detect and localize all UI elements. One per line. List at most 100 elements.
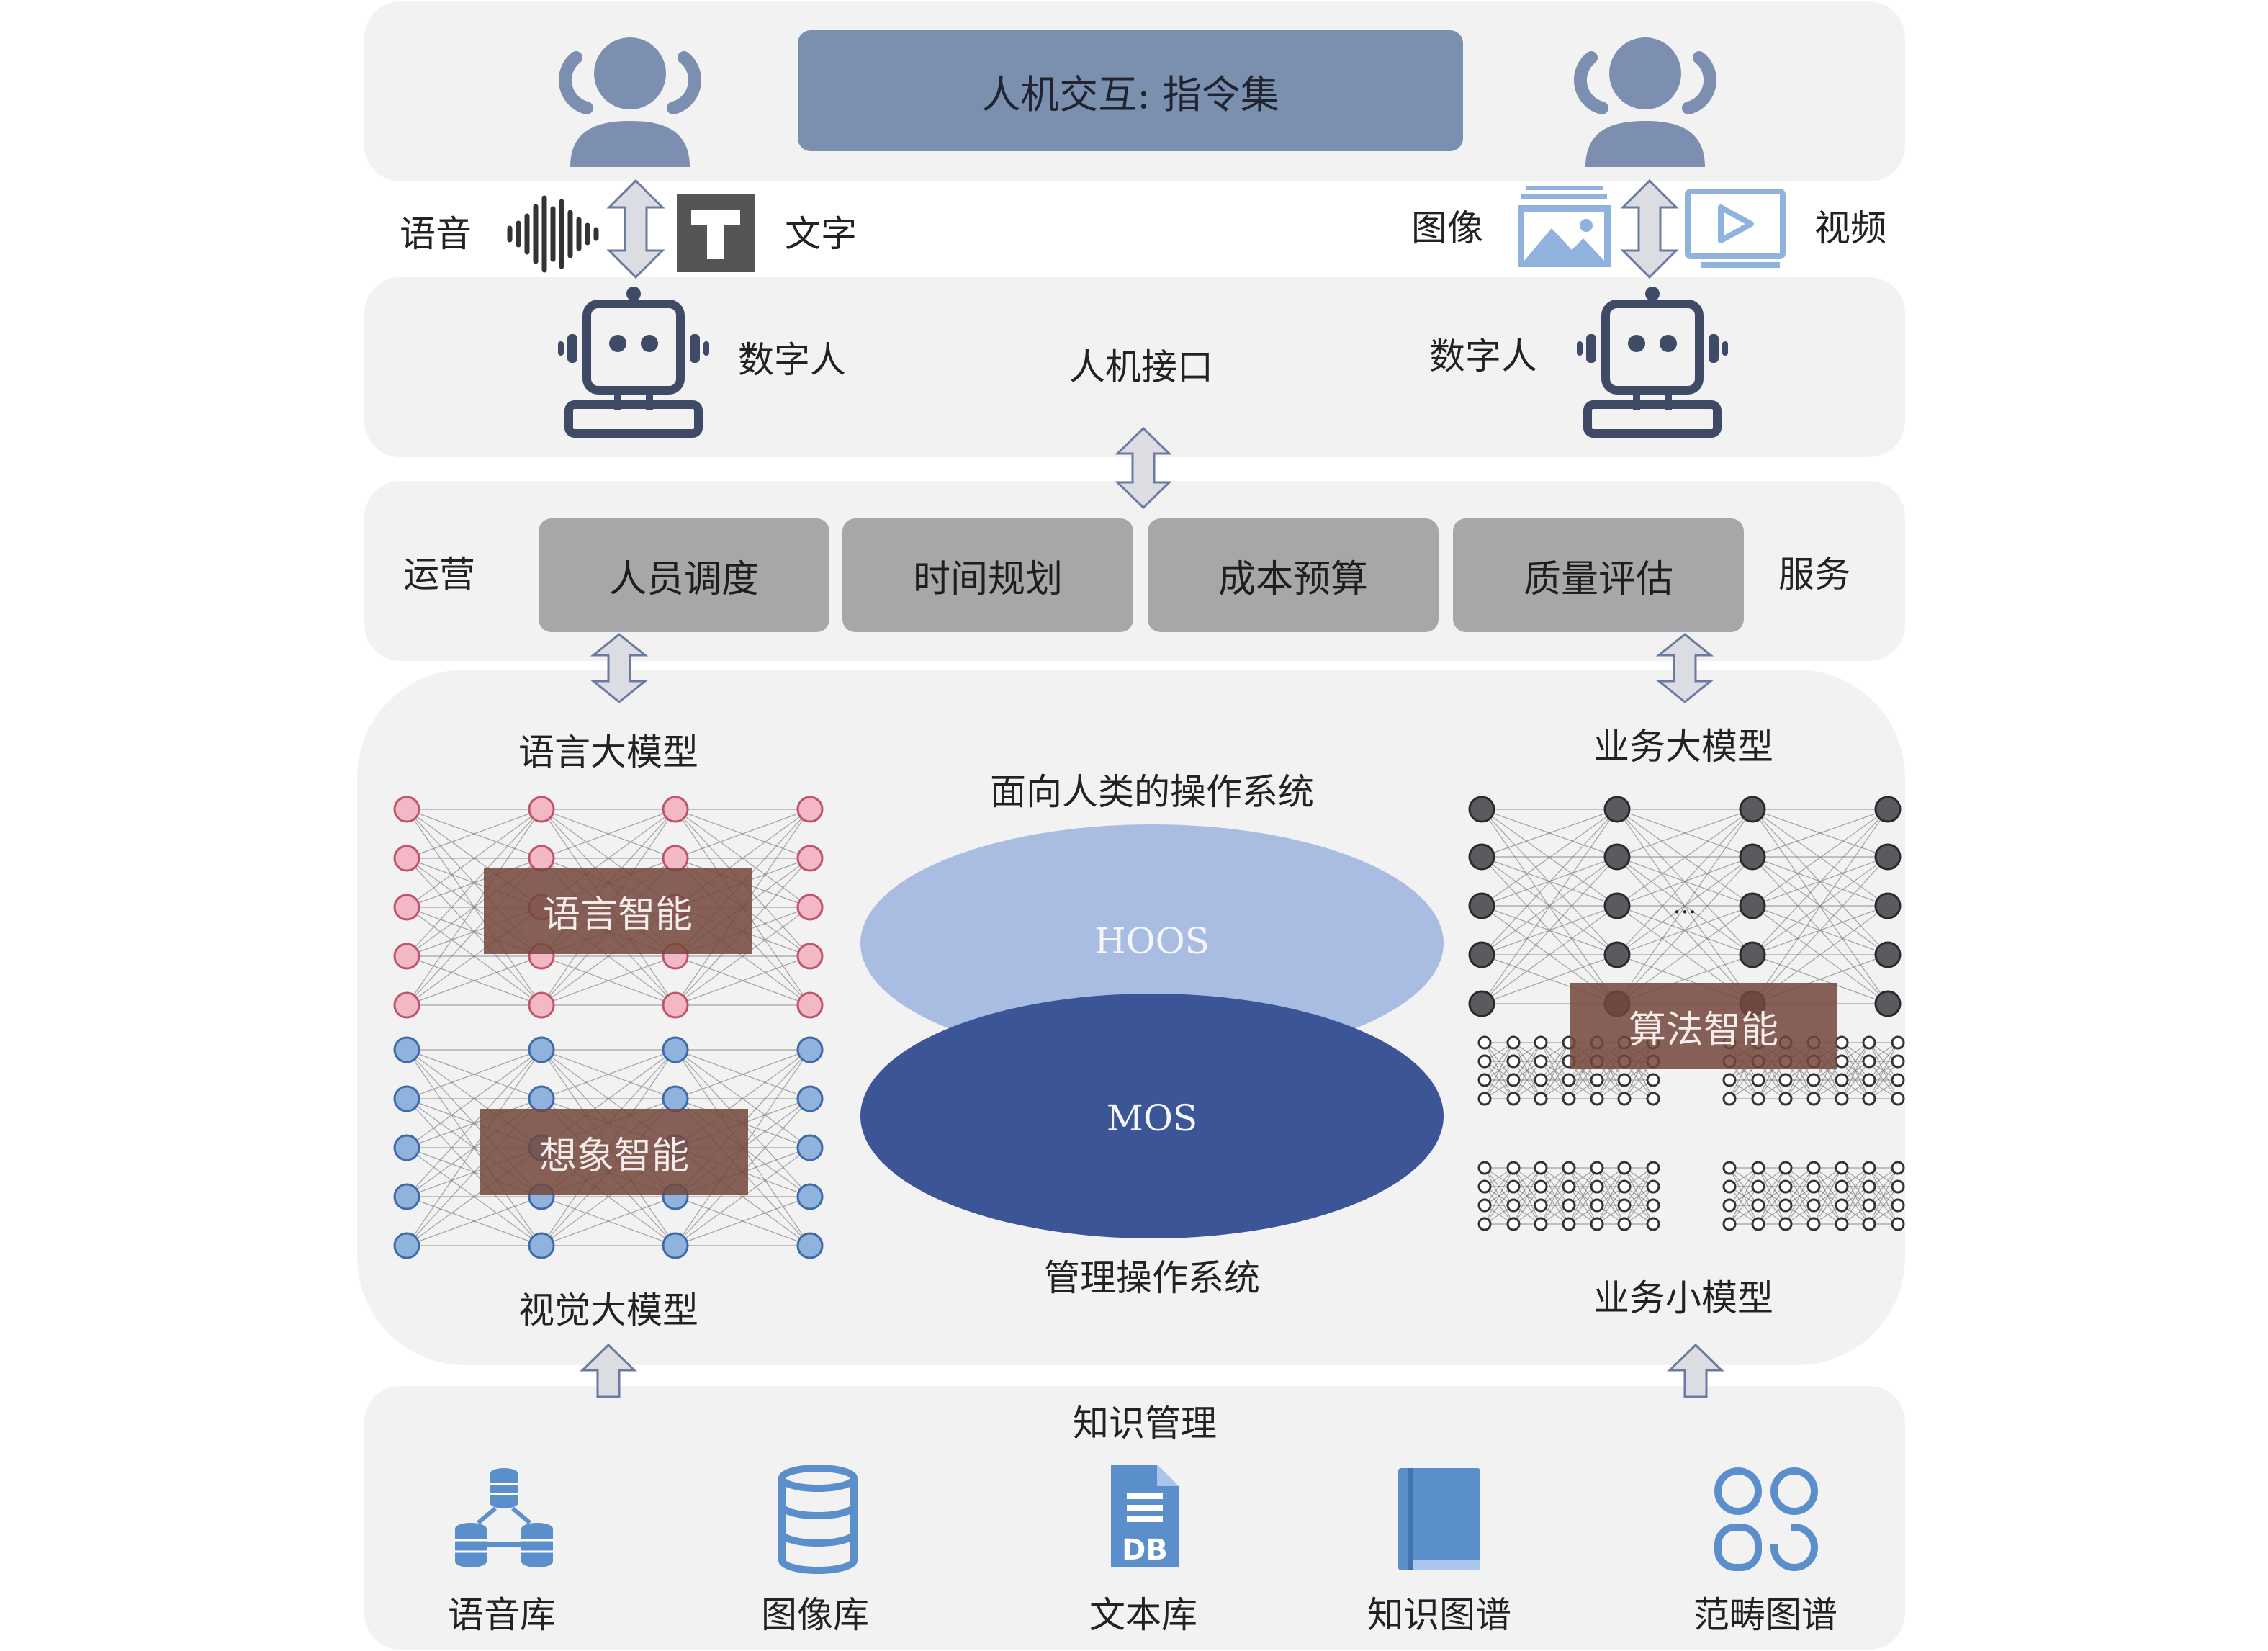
small-net-2-node xyxy=(1778,1092,1793,1106)
small-net-4-edge xyxy=(1785,1167,1814,1225)
small-net-4-node xyxy=(1891,1161,1905,1175)
small-net-1-edge xyxy=(1540,1042,1570,1081)
biz-net-edge xyxy=(1752,856,1889,1004)
small-net-3-node xyxy=(1617,1217,1632,1231)
small-net-3-node xyxy=(1646,1198,1660,1213)
biz-net-edge xyxy=(1481,856,1618,907)
small-net-2-node xyxy=(1891,1054,1905,1069)
biz-net-edge xyxy=(1481,809,1618,1004)
small-net-3-node xyxy=(1534,1179,1548,1194)
small-net-2-edge xyxy=(1868,1042,1899,1099)
vision-net-node xyxy=(796,1232,824,1259)
knowledge-item-label-4: 范畴图谱 xyxy=(1693,1594,1837,1636)
knowledge-management-title: 知识管理 xyxy=(1073,1403,1217,1444)
video-label: 视频 xyxy=(1814,207,1886,249)
robot-icon-left xyxy=(558,287,709,438)
algorithm-intelligence-box: 算法智能 xyxy=(1570,983,1837,1069)
small-net-2-node xyxy=(1862,1092,1876,1106)
lang-net-node xyxy=(662,991,689,1019)
small-net-2-node xyxy=(1891,1073,1905,1087)
up-arrow-knowledge-left xyxy=(580,1343,637,1398)
small-net-3-edge xyxy=(1540,1167,1570,1225)
small-net-1-edge xyxy=(1484,1042,1514,1099)
hoos-caption: 面向人类的操作系统 xyxy=(990,771,1314,813)
small-net-4-node xyxy=(1751,1217,1765,1231)
small-net-2-edge xyxy=(1868,1061,1899,1099)
lang-net-node xyxy=(393,991,420,1019)
small-net-4-node xyxy=(1835,1161,1849,1175)
small-net-1-node xyxy=(1506,1035,1521,1050)
biz-net-edge xyxy=(1481,809,1618,858)
small-net-4-edge xyxy=(1813,1186,1842,1225)
small-net-1-edge xyxy=(1513,1042,1542,1099)
biz-net-edge xyxy=(1616,809,1753,1004)
video-play-icon xyxy=(1685,189,1786,268)
small-net-3-node xyxy=(1477,1198,1492,1213)
small-net-4-node xyxy=(1751,1161,1765,1175)
biz-net-node xyxy=(1874,843,1902,871)
small-net-4-edge xyxy=(1841,1186,1870,1225)
small-net-4-edge xyxy=(1868,1167,1899,1206)
knowledge-item-label-2: 文本库 xyxy=(1089,1594,1197,1636)
small-net-4-node xyxy=(1778,1179,1793,1194)
sound-wave-icon xyxy=(507,195,599,273)
hoos-label: HOOS xyxy=(1094,920,1210,962)
biz-net-node xyxy=(1739,941,1766,968)
small-net-1-node xyxy=(1534,1073,1548,1087)
small-net-4-edge xyxy=(1868,1186,1899,1225)
biz-net-edge xyxy=(1752,809,1889,955)
lang-net-edge xyxy=(406,809,542,1006)
small-net-3-node xyxy=(1534,1198,1548,1213)
small-net-4-edge xyxy=(1729,1186,1759,1225)
biz-net-node xyxy=(1739,843,1766,871)
lang-net-edge xyxy=(675,955,811,1006)
small-net-3-edge xyxy=(1484,1167,1514,1206)
small-net-4-node xyxy=(1862,1179,1876,1194)
small-net-1-edge xyxy=(1484,1061,1514,1099)
lang-net-node xyxy=(796,894,824,921)
lang-net-edge xyxy=(675,907,811,1006)
small-net-4-node xyxy=(1751,1198,1765,1213)
small-net-3-node xyxy=(1590,1217,1604,1231)
small-net-2-node xyxy=(1835,1092,1849,1106)
language-model-title: 语言大模型 xyxy=(518,732,698,773)
small-net-3-edge xyxy=(1513,1167,1542,1225)
small-net-4-edge xyxy=(1758,1167,1786,1225)
vision-net-edge xyxy=(406,1049,542,1148)
vision-net-node xyxy=(393,1085,420,1112)
small-net-3-node xyxy=(1562,1161,1576,1175)
small-net-2-node xyxy=(1751,1092,1765,1106)
small-net-2-node xyxy=(1806,1073,1821,1087)
small-net-4-edge xyxy=(1758,1186,1786,1225)
lang-net-node xyxy=(528,991,555,1019)
lang-net-edge xyxy=(541,955,676,1006)
lang-net-edge xyxy=(406,809,542,957)
small-net-1-node xyxy=(1506,1092,1521,1106)
vision-net-node xyxy=(393,1183,420,1210)
vision-net-node xyxy=(662,1036,689,1063)
small-net-3-node xyxy=(1562,1217,1576,1231)
small-net-4-node xyxy=(1835,1217,1849,1231)
small-net-2-node xyxy=(1722,1092,1737,1106)
small-net-3-node xyxy=(1477,1179,1492,1194)
biz-net-edge xyxy=(1481,954,1618,1004)
small-net-3-node xyxy=(1590,1179,1604,1194)
small-net-1-node xyxy=(1590,1073,1604,1087)
small-net-3-edge xyxy=(1568,1167,1598,1225)
biz-net-node xyxy=(1468,843,1495,871)
small-net-2-node xyxy=(1835,1035,1849,1050)
small-net-3-node xyxy=(1646,1217,1660,1231)
small-net-3-edge xyxy=(1568,1167,1598,1206)
small-net-1-node xyxy=(1506,1073,1521,1087)
small-net-2-edge xyxy=(1868,1042,1899,1081)
lang-net-node xyxy=(528,845,555,872)
biz-net-node xyxy=(1874,892,1902,919)
biz-net-node xyxy=(1603,843,1631,871)
small-net-3-node xyxy=(1590,1161,1604,1175)
small-net-4-edge xyxy=(1841,1167,1870,1206)
small-net-3-node xyxy=(1646,1179,1660,1194)
small-net-4-edge xyxy=(1785,1167,1814,1206)
small-net-3-node xyxy=(1506,1161,1521,1175)
small-net-3-node xyxy=(1506,1198,1521,1213)
text-format-icon xyxy=(677,194,755,272)
